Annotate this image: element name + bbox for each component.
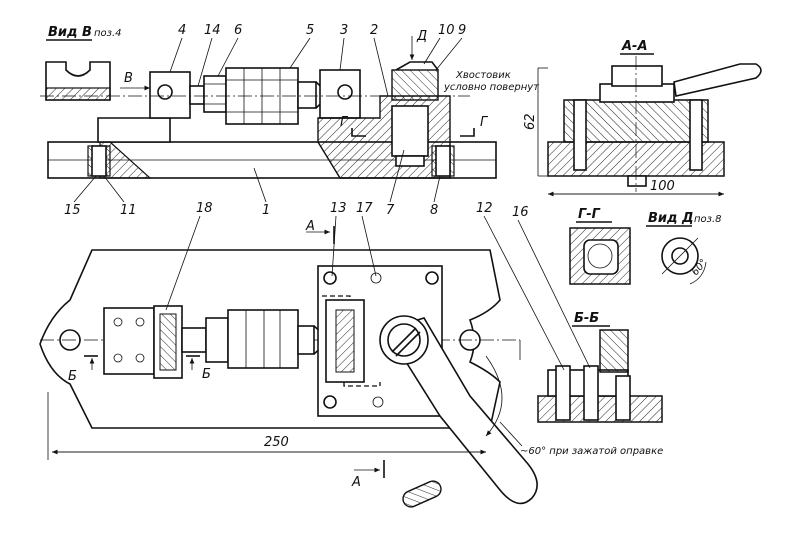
part-18: 18 (196, 201, 213, 216)
part-numbers-front: 4 14 6 5 3 2 10 9 15 11 1 7 8 (64, 23, 466, 218)
part-1: 1 (262, 203, 270, 218)
part-5: 5 (306, 23, 314, 38)
part-6: 6 (234, 23, 242, 38)
part-8: 8 (430, 203, 438, 218)
view-d-pos: поз.8 (694, 214, 722, 225)
note-angle: ~60° при зажатой оправке (520, 446, 663, 457)
section-bb-title: Б-Б (574, 311, 599, 326)
arrow-d-letter: Д (416, 29, 427, 44)
front-view: В Д Г Г Х (40, 29, 540, 179)
section-gg-title: Г-Г (578, 207, 601, 222)
part-9: 9 (458, 23, 466, 38)
arrow-v-letter: В (124, 71, 133, 86)
dim-width: 100 (650, 179, 675, 194)
part-4: 4 (178, 23, 186, 38)
clamp-handle (384, 317, 538, 505)
dim-height: 62 (523, 113, 538, 130)
section-b-b: Б-Б (537, 311, 663, 423)
part-13: 13 (330, 201, 347, 216)
a-top-letter: А (305, 219, 315, 234)
g-right-letter: Г (480, 115, 489, 130)
part-10: 10 (438, 23, 455, 38)
part-7: 7 (386, 203, 395, 218)
part-14: 14 (204, 23, 221, 38)
g-left-letter: Г (340, 115, 349, 130)
screw-body-plan (227, 309, 299, 369)
part-numbers-plan: 18 13 17 12 16 (165, 201, 591, 371)
dim-length: 250 (264, 435, 289, 450)
part-11: 11 (120, 203, 137, 218)
part-17: 17 (356, 201, 373, 216)
a-bottom-letter: А (351, 475, 361, 490)
view-v: Вид В поз.4 (45, 25, 122, 101)
section-aa-title: А-А (621, 39, 648, 54)
part-16: 16 (512, 205, 529, 220)
part-12: 12 (476, 201, 493, 216)
part-2: 2 (370, 23, 378, 38)
view-d-title: Вид Д (648, 211, 694, 226)
section-g-g: Г-Г (569, 207, 631, 285)
part-3: 3 (340, 23, 348, 38)
note-tail-rotated-2: условно повернут (443, 82, 540, 93)
view-v-title: Вид В (48, 25, 92, 40)
view-d: Вид Д поз.8 60° (646, 211, 722, 285)
plan-view: А А Б Б 250 ~60° при зажатой оправке (39, 219, 663, 508)
view-v-pos: поз.4 (94, 28, 122, 39)
note-tail-rotated-1: Хвостовик (455, 70, 511, 81)
part-15: 15 (64, 203, 81, 218)
b-left-letter: Б (68, 369, 77, 384)
handle-tail (673, 63, 762, 97)
block-18 (103, 307, 155, 375)
section-a-a: А-А 62 100 (523, 39, 762, 197)
b-right-letter: Б (202, 367, 211, 382)
